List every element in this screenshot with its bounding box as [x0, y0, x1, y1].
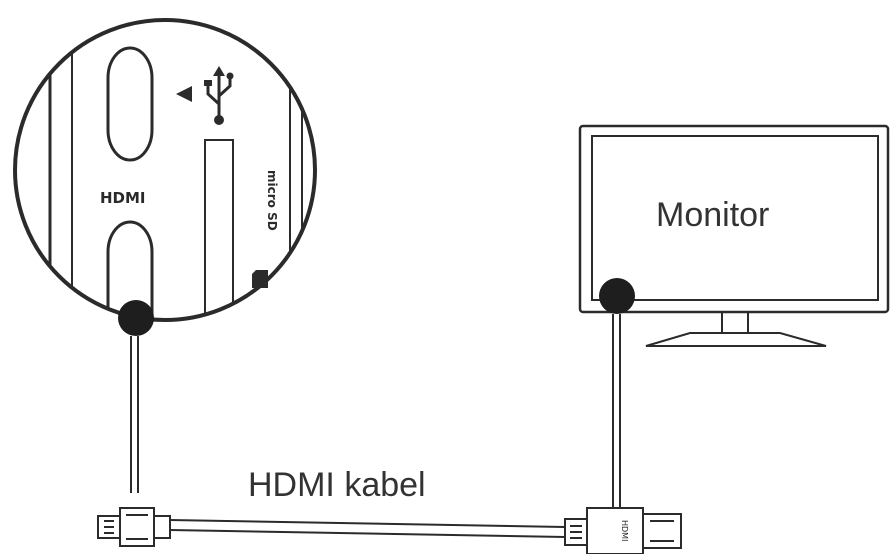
device-port-closeup: HDMI micro SD: [13, 18, 317, 336]
plug-hdmi-label: HDMI: [620, 520, 629, 541]
cable-label: HDMI kabel: [248, 466, 426, 504]
sd-card-icon: [252, 270, 268, 288]
arrow-left-icon: [176, 86, 192, 102]
monitor-label: Monitor: [656, 196, 769, 234]
micro-usb-port: [106, 46, 154, 162]
monitor-stand-base: [645, 332, 827, 347]
hdmi-plug: HDMI: [564, 507, 682, 554]
micro-sd-label: micro SD: [265, 170, 279, 231]
monitor-screen: [591, 135, 879, 301]
monitor-connection-dot: [599, 278, 635, 314]
device-connection-dot: [118, 300, 154, 336]
micro-sd-slot: [204, 139, 234, 320]
hdmi-port: [106, 220, 154, 320]
hdmi-cable: [130, 314, 621, 538]
usb-icon: [204, 66, 234, 125]
monitor: Monitor: [578, 124, 890, 347]
hdmi-port-label: HDMI: [100, 189, 146, 207]
micro-hdmi-plug: [97, 507, 171, 547]
